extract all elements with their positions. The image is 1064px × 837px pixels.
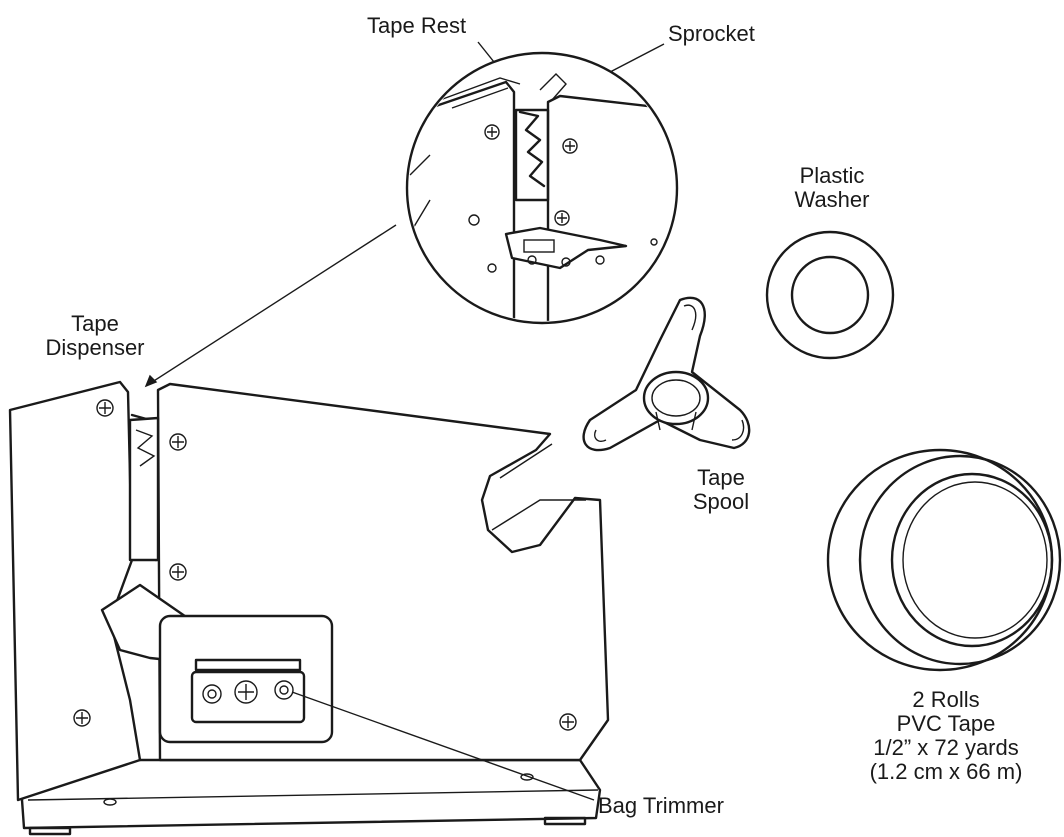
label-pvc-tape: 2 Rolls PVC Tape 1/2” x 72 yards (1.2 cm…	[869, 687, 1023, 784]
label-tape-spool: Tape Spool	[692, 465, 750, 514]
label-tape-dispenser: Tape Dispenser	[45, 311, 145, 360]
zoom-inset	[405, 51, 679, 325]
pvc-tape-roll-drawing	[826, 448, 1062, 672]
label-sprocket: Sprocket	[668, 21, 755, 46]
label-bag-trimmer: Bag Trimmer	[598, 793, 724, 818]
plastic-washer-drawing	[765, 230, 895, 360]
label-plastic-washer: Plastic Washer	[794, 163, 870, 212]
tape-dispenser-body	[8, 380, 610, 836]
label-tape-rest: Tape Rest	[367, 13, 467, 38]
tape-spool-drawing	[582, 296, 751, 452]
